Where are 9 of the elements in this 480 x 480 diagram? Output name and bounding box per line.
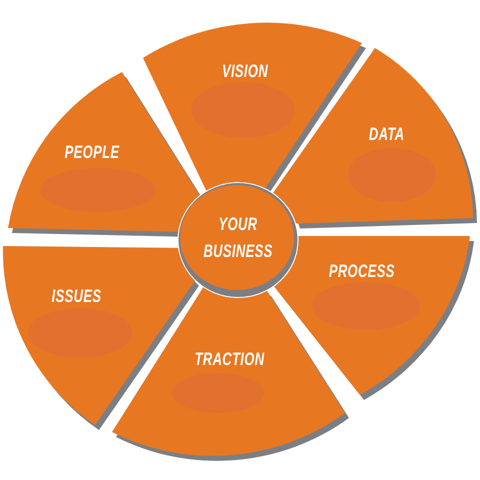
segment-label: VISION [222, 60, 268, 82]
wheel-segment [273, 48, 477, 229]
segment-label: PROCESS [328, 260, 395, 282]
center-circle [178, 183, 298, 297]
segment-label: DATA [368, 123, 404, 145]
segment-label: ISSUES [51, 285, 101, 307]
segment-label: PEOPLE [64, 141, 120, 163]
segment-label: TRACTION [194, 348, 264, 370]
center-label: YOUR BUSINESS [203, 213, 273, 263]
